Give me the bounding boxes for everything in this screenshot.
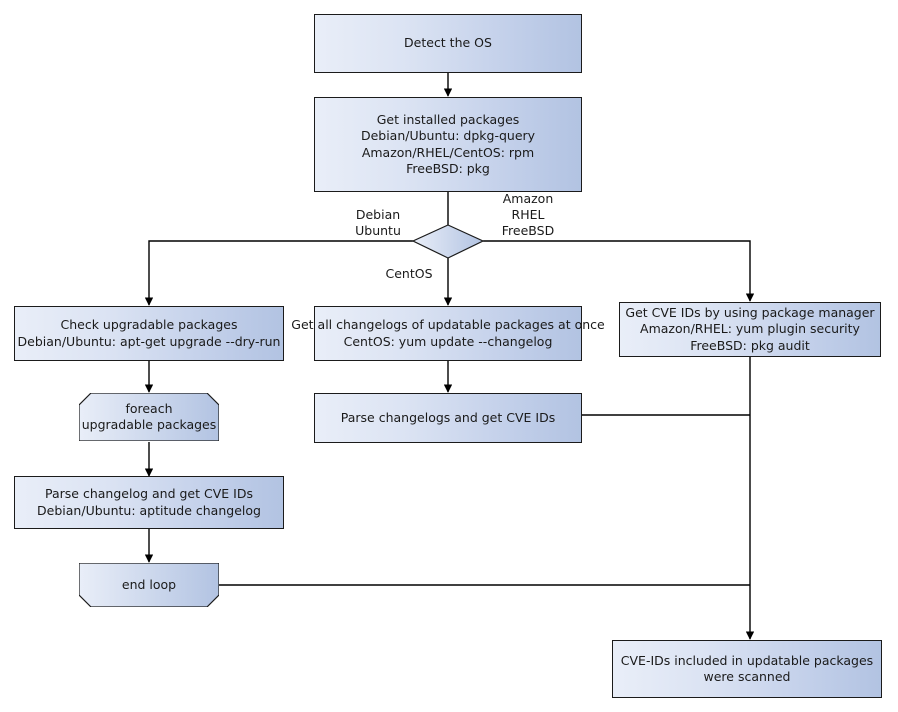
node-parse-changelogs-all[interactable]: Parse changelogs and get CVE IDs bbox=[314, 393, 582, 443]
edge-decision-debian bbox=[144, 240, 413, 306]
decision-diamond bbox=[411, 224, 485, 259]
loop-end-shape bbox=[79, 563, 219, 607]
node-get-all-changelogs-label: Get all changelogs of updatable packages… bbox=[291, 317, 605, 349]
edge-decision-amazon bbox=[483, 240, 755, 302]
node-detect-os[interactable]: Detect the OS bbox=[314, 14, 582, 73]
loop-start-shape bbox=[79, 393, 219, 441]
node-get-all-changelogs[interactable]: Get all changelogs of updatable packages… bbox=[291, 306, 605, 361]
node-detect-os-label: Detect the OS bbox=[404, 35, 492, 51]
edge-label-centos: CentOS bbox=[378, 266, 440, 282]
node-end-loop[interactable]: end loop bbox=[79, 563, 219, 607]
node-end-loop-label: end loop bbox=[121, 576, 177, 592]
node-parse-changelogs-all-label: Parse changelogs and get CVE IDs bbox=[340, 409, 556, 425]
edge-label-centos-text: CentOS bbox=[385, 266, 433, 281]
